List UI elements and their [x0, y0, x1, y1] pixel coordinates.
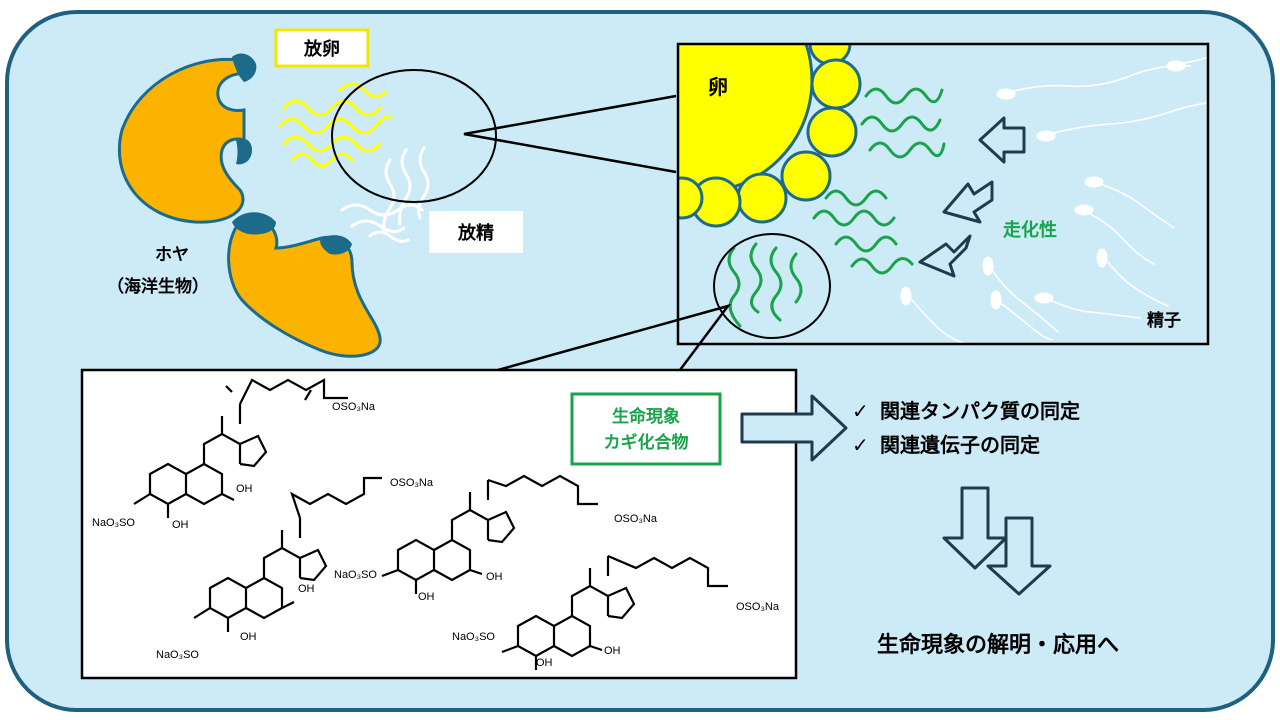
structure-4 [501, 554, 728, 670]
chemotaxis-label: 走化性 [1003, 219, 1057, 241]
structure-3 [381, 474, 598, 594]
struct3-nao3so: NaO₃SO [334, 569, 377, 581]
struct2-oh-a: OH [240, 631, 257, 643]
check-item-1: 関連タンパク質の同定 [880, 399, 1080, 423]
struct1-nao3so: NaO₃SO [92, 517, 135, 529]
chemotaxis-arrows [918, 116, 1026, 278]
zoom-ellipse [331, 69, 497, 203]
struct4-nao3so: NaO₃SO [452, 631, 495, 643]
zoom-connector-lines [463, 94, 677, 174]
check-item-2: 関連遺伝子の同定 [880, 433, 1040, 457]
ascidian-upper [117, 53, 257, 224]
egg-label: 卵 [708, 75, 728, 99]
struct3-oh-a: OH [418, 591, 435, 603]
structure-1 [133, 378, 348, 518]
ascidian-lower [227, 212, 382, 358]
follicle-cells [678, 44, 862, 228]
struct2-oh-b: OH [298, 583, 315, 595]
struct2-nao3so: NaO₃SO [156, 649, 199, 661]
struct3-oh-b: OH [486, 571, 503, 583]
zoom-panel: 卵 走化性 精子 [676, 42, 1210, 346]
siphon-lower-2 [320, 235, 352, 255]
struct4-oso3na: OSO₃Na [736, 601, 780, 613]
right-arrow [740, 394, 848, 462]
chemoattractant-waves [727, 87, 946, 328]
svg-text:放卵: 放卵 [303, 38, 340, 60]
struct1-oso3na: OSO₃Na [332, 401, 376, 413]
svg-text:カギ化合物: カギ化合物 [604, 432, 689, 453]
down-arrows [942, 486, 1052, 596]
siphon-lower-1 [232, 212, 276, 235]
struct4-oh-b: OH [604, 645, 621, 657]
ascidian-note-label: （海洋生物） [107, 276, 209, 297]
struct2-oso3na: OSO₃Na [390, 477, 434, 489]
siphon-upper-2 [236, 138, 252, 165]
ovulation-label-box: 放卵 [274, 28, 370, 68]
goal-label: 生命現象の解明・応用へ [877, 632, 1119, 658]
sperm-cells [900, 56, 1208, 344]
key-compound-ellipse [713, 233, 831, 339]
spawning-label-box: 放精 [429, 211, 523, 253]
struct3-oso3na: OSO₃Na [614, 513, 658, 525]
ascidian-label: ホヤ [155, 245, 189, 265]
chemistry-panel: OSO₃Na NaO₃SO OH OH OSO₃Na NaO₃SO OH OH [80, 368, 798, 680]
svg-text:生命現象: 生命現象 [612, 406, 680, 427]
sperm-label: 精子 [1147, 310, 1181, 331]
struct1-oh-a: OH [172, 519, 189, 531]
struct1-oh-b: OH [236, 483, 253, 495]
struct4-oh-a: OH [536, 657, 553, 669]
check-mark-2: ✓ [852, 433, 869, 457]
structure-2 [193, 476, 382, 632]
sperm-release-strands [340, 146, 430, 243]
key-compound-box: 生命現象 カギ化合物 [570, 392, 722, 466]
compound-connector-lines [497, 303, 732, 372]
svg-text:放精: 放精 [457, 222, 494, 244]
check-mark-1: ✓ [852, 399, 869, 423]
siphon-upper-1 [232, 53, 257, 82]
